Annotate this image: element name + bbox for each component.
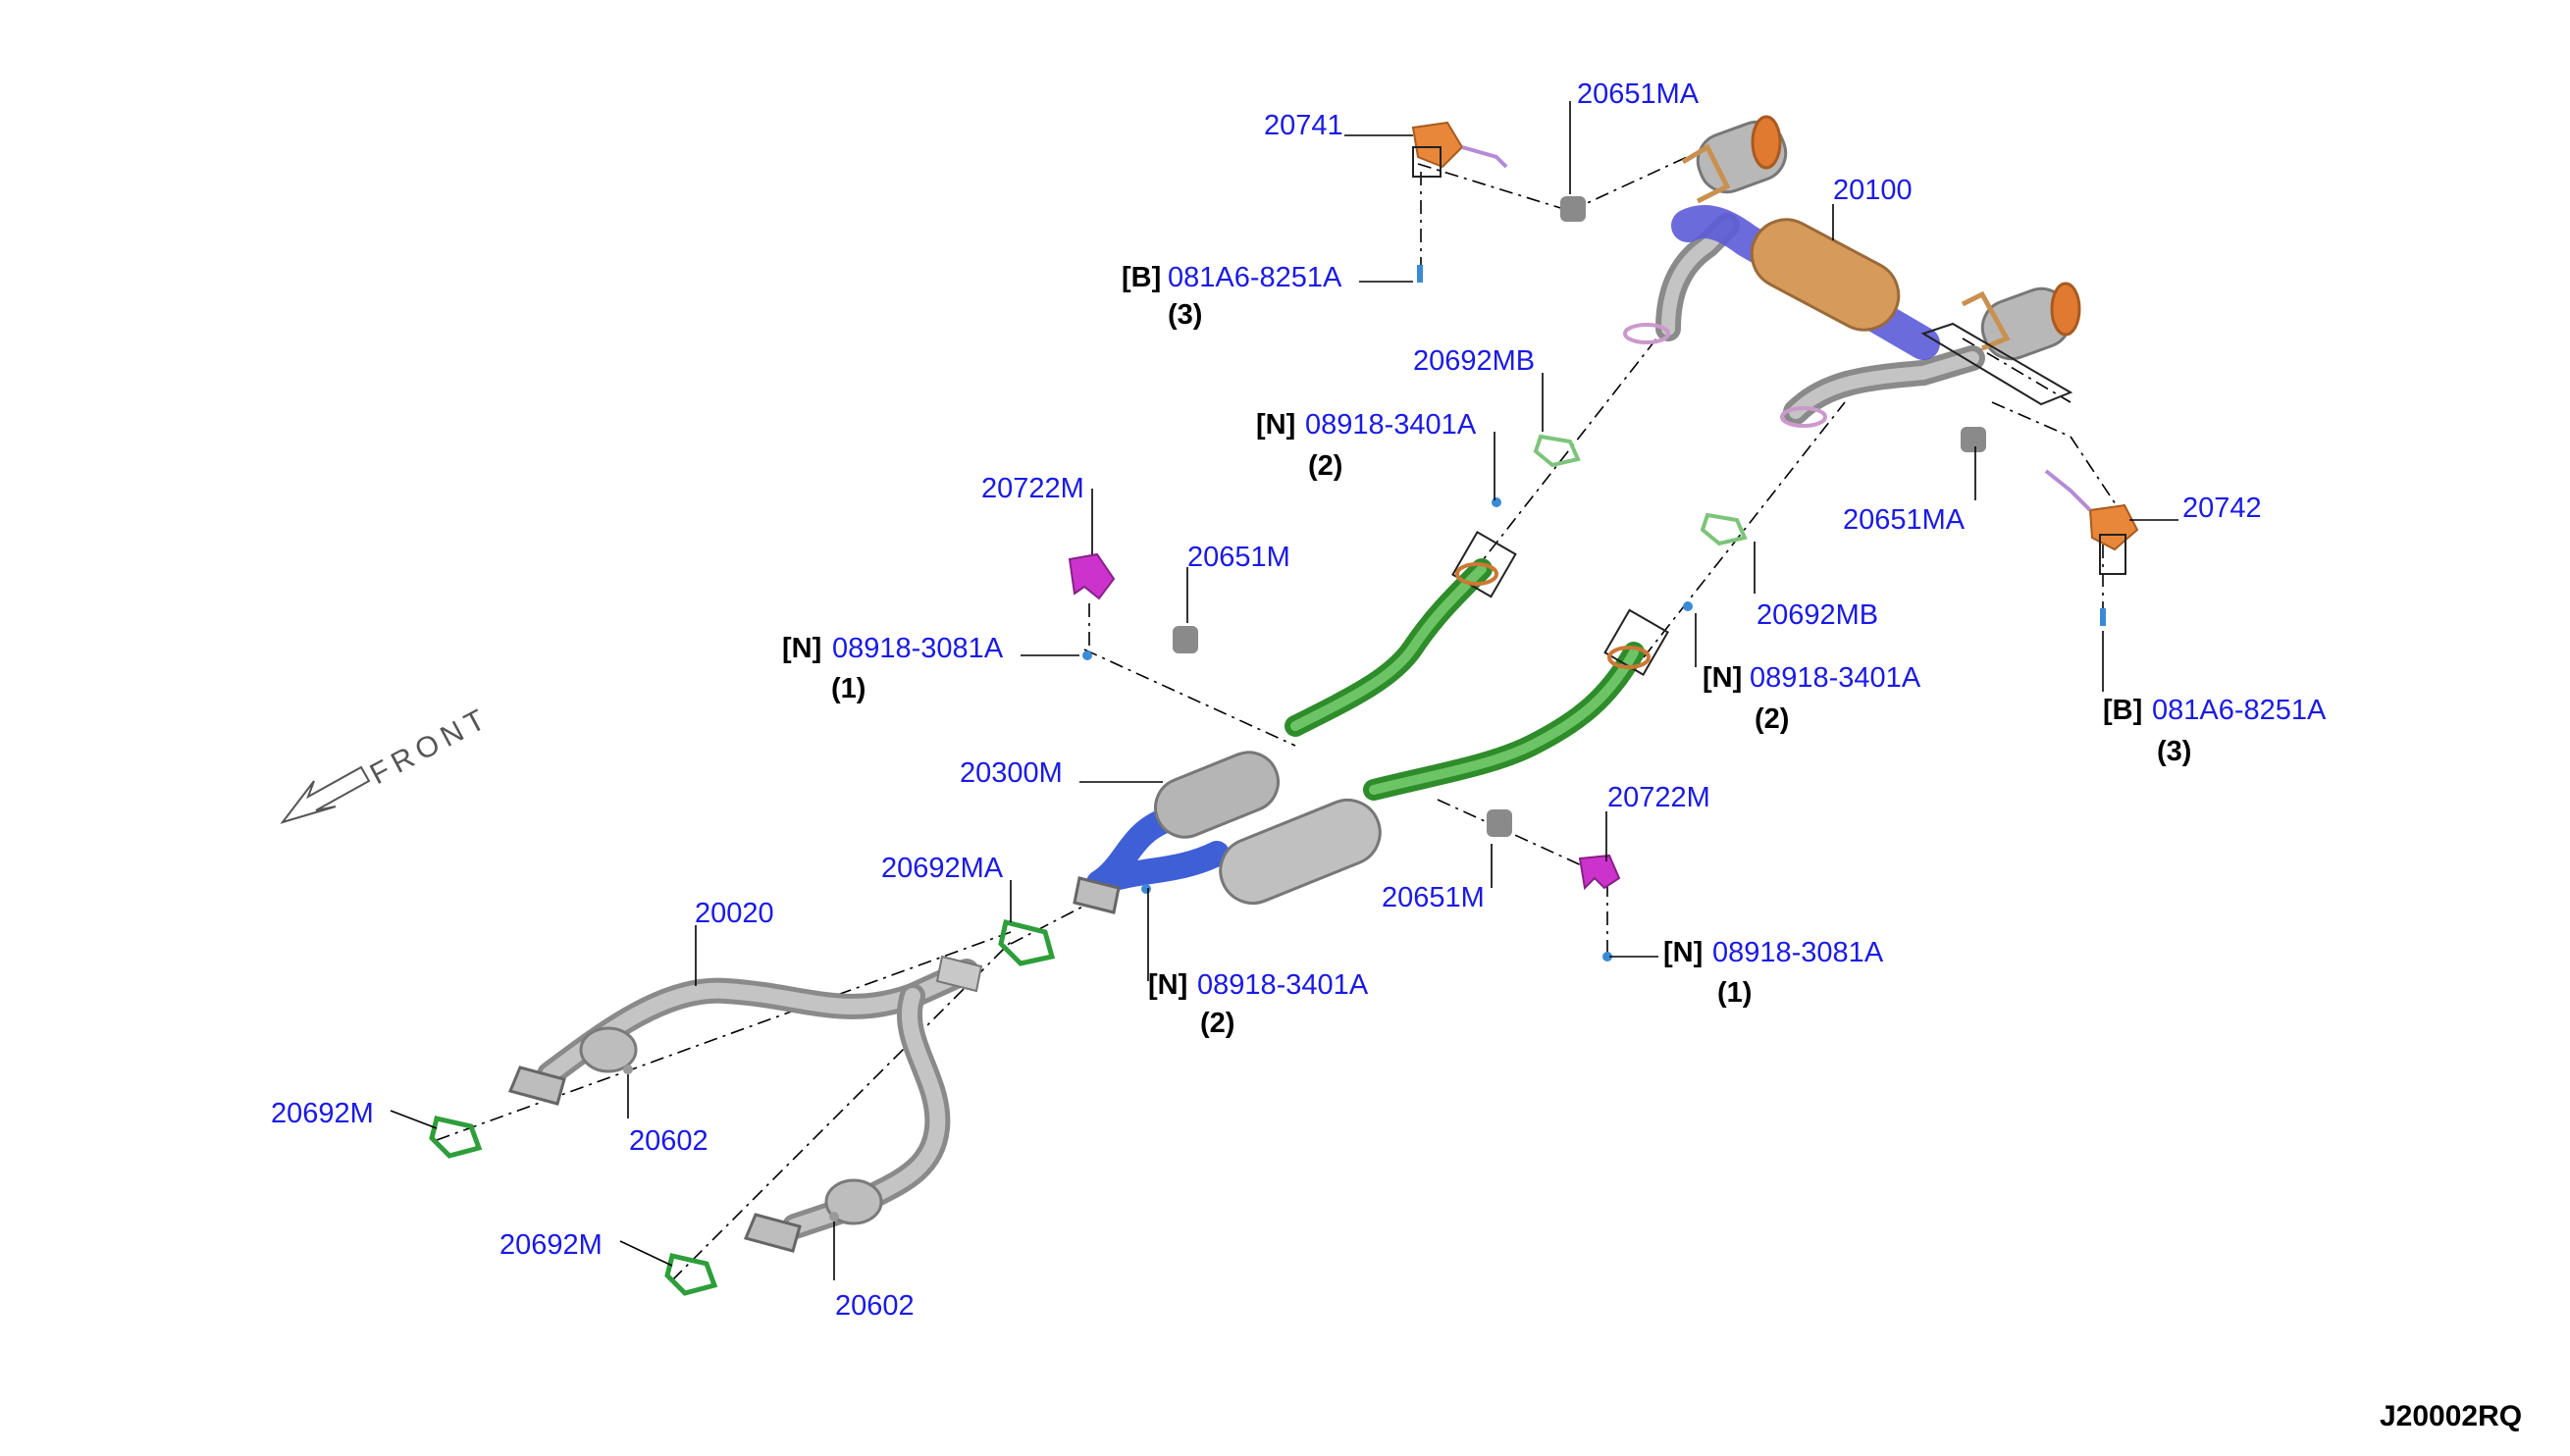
- label-20692mb-lower[interactable]: 20692MB: [1757, 599, 1878, 631]
- qty-08918-3081a-left: (1): [831, 673, 865, 704]
- label-20651ma-right[interactable]: 20651MA: [1843, 504, 1966, 536]
- part-labels: 20741 20651MA 20100 [B] 081A6-8251A (3) …: [271, 78, 2522, 1432]
- bolt-mid-right[interactable]: [1683, 601, 1693, 611]
- leader-lines: [390, 101, 2178, 1280]
- label-081a6-8251a-top[interactable]: 081A6-8251A: [1168, 262, 1342, 293]
- front-label: FRONT: [365, 701, 496, 791]
- prefix-08918-3401a-right: [N]: [1703, 662, 1742, 694]
- rear-gasket-left[interactable]: [1533, 434, 1581, 468]
- label-20742[interactable]: 20742: [2182, 493, 2262, 524]
- label-08918-3401a-lower[interactable]: 08918-3401A: [1197, 969, 1369, 1001]
- alignment-lines: [436, 151, 2121, 1281]
- center-pipe-with-catalysts[interactable]: [1073, 744, 1390, 914]
- bolt-left-hanger[interactable]: [1082, 650, 1092, 660]
- label-20651m-right[interactable]: 20651M: [1382, 882, 1485, 913]
- qty-08918-3401a-upper: (2): [1308, 450, 1342, 482]
- rubber-mount-upper-left[interactable]: [1560, 196, 1586, 222]
- label-081a6-8251a-right[interactable]: 081A6-8251A: [2152, 695, 2327, 726]
- prefix-08918-3401a-upper: [N]: [1256, 409, 1295, 441]
- label-20692m-lower[interactable]: 20692M: [499, 1229, 603, 1261]
- prefix-08918-3081a-right: [N]: [1663, 937, 1703, 968]
- front-gasket-left[interactable]: [429, 1116, 483, 1159]
- label-20300m[interactable]: 20300M: [960, 757, 1063, 789]
- hanger-bracket-right[interactable]: [1578, 854, 1621, 891]
- qty-08918-3081a-right: (1): [1717, 977, 1752, 1009]
- qty-08918-3401a-lower: (2): [1200, 1008, 1234, 1039]
- bolt-upper-left[interactable]: [1417, 265, 1423, 283]
- label-08918-3401a-upper[interactable]: 08918-3401A: [1305, 409, 1477, 441]
- qty-081a6-right: (3): [2157, 736, 2191, 767]
- rubber-mount-mid-left[interactable]: [1173, 626, 1198, 653]
- label-08918-3081a-right[interactable]: 08918-3081A: [1712, 937, 1884, 968]
- bracket-20742[interactable]: [2044, 469, 2139, 575]
- label-20651m-left[interactable]: 20651M: [1187, 542, 1290, 573]
- bracket-20741[interactable]: [1411, 121, 1508, 178]
- diagram-code: J20002RQ: [2380, 1400, 2522, 1432]
- hanger-bracket-left[interactable]: [1068, 552, 1116, 600]
- label-20722m-left[interactable]: 20722M: [981, 473, 1084, 504]
- front-direction-indicator: FRONT: [280, 701, 496, 824]
- prefix-08918-3081a-left: [N]: [782, 633, 821, 664]
- label-08918-3081a-left[interactable]: 08918-3081A: [832, 633, 1004, 664]
- center-gasket[interactable]: [998, 918, 1056, 966]
- label-20722m-right[interactable]: 20722M: [1607, 782, 1710, 813]
- stud-right[interactable]: [829, 1212, 839, 1222]
- front-gasket-right[interactable]: [664, 1253, 718, 1296]
- label-20692mb-upper[interactable]: 20692MB: [1413, 345, 1535, 377]
- label-08918-3401a-right[interactable]: 08918-3401A: [1750, 662, 1921, 694]
- rubber-mount-mid-right[interactable]: [1487, 809, 1512, 837]
- label-20020[interactable]: 20020: [695, 898, 774, 929]
- bolt-center[interactable]: [1141, 884, 1151, 894]
- rubber-mount-upper-right[interactable]: [1961, 427, 1986, 452]
- qty-081a6-top: (3): [1168, 299, 1202, 331]
- prefix-08918-3401a-lower: [N]: [1148, 969, 1187, 1001]
- label-20692ma[interactable]: 20692MA: [881, 853, 1004, 884]
- bolt-upper-right[interactable]: [2100, 608, 2106, 626]
- bolt-mid-left[interactable]: [1492, 497, 1501, 507]
- intermediate-pipes[interactable]: [1285, 530, 1669, 801]
- rear-muffler-assembly[interactable]: [1623, 114, 2081, 428]
- label-20100[interactable]: 20100: [1833, 175, 1913, 206]
- bolt-right-hanger[interactable]: [1602, 952, 1612, 962]
- label-20692m-upper[interactable]: 20692M: [271, 1098, 374, 1129]
- front-y-pipe[interactable]: [507, 955, 983, 1253]
- prefix-081a6-top: [B]: [1122, 262, 1161, 293]
- stud-left[interactable]: [623, 1065, 633, 1074]
- label-20602-lower[interactable]: 20602: [835, 1290, 915, 1322]
- label-20602-upper[interactable]: 20602: [629, 1125, 708, 1157]
- prefix-081a6-right: [B]: [2103, 695, 2142, 726]
- qty-08918-3401a-right: (2): [1755, 703, 1789, 735]
- label-20741[interactable]: 20741: [1264, 110, 1343, 141]
- rear-gasket-right[interactable]: [1700, 512, 1748, 546]
- label-20651ma-top[interactable]: 20651MA: [1577, 78, 1700, 110]
- front-arrow-icon: [280, 765, 371, 824]
